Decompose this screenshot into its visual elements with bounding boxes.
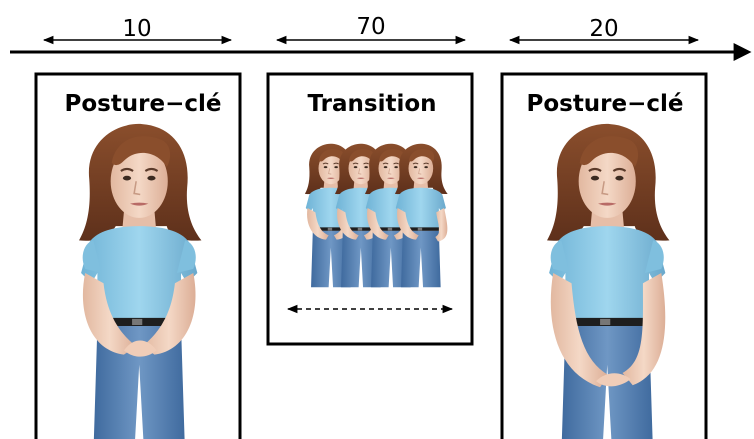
avatar-figure-1: [78, 122, 203, 439]
panel-title-2: Transition: [307, 91, 436, 117]
duration-label-2: 70: [356, 14, 385, 40]
duration-label-1: 10: [122, 16, 151, 42]
panel-transition: Transition: [266, 72, 474, 346]
panel-keyframe-end: Posture−clé: [500, 72, 708, 439]
duration-label-3: 20: [589, 16, 618, 42]
panel-keyframe-start: Posture−clé: [34, 72, 242, 439]
transition-frame-4: [394, 143, 449, 288]
avatar-figure-2: [546, 122, 671, 439]
panel-title-3: Posture−clé: [526, 91, 683, 117]
panel-title-1: Posture−clé: [64, 91, 221, 117]
